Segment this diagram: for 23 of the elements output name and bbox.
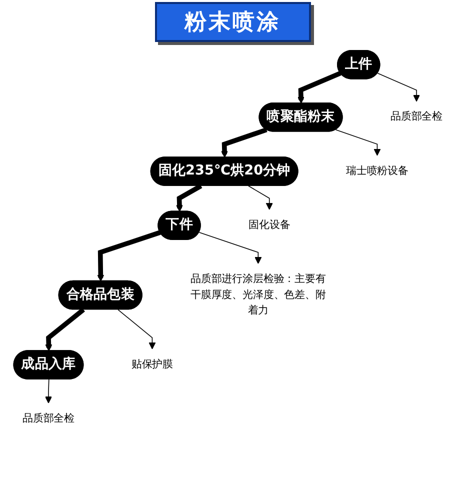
- arrow: [198, 232, 262, 264]
- process-step: 固化235℃烘20分钟: [150, 156, 298, 186]
- arrow: [335, 129, 381, 156]
- process-step: 成品入库: [13, 350, 84, 380]
- note-text: 瑞士喷粉设备: [346, 165, 408, 178]
- arrow: [44, 379, 52, 404]
- process-step: 下件: [158, 210, 201, 240]
- arrow: [45, 308, 85, 352]
- note-text: 固化设备: [248, 219, 290, 232]
- note-text: 贴保护膜: [131, 358, 174, 371]
- process-step: 上件: [337, 50, 380, 80]
- note-text: 品质部进行涂层检验：主要有干膜厚度、光泽度、色差、附着力: [190, 273, 326, 316]
- arrow: [97, 230, 161, 282]
- process-step: 喷聚酯粉末: [258, 102, 343, 132]
- arrow: [176, 184, 202, 212]
- arrow: [118, 309, 156, 350]
- arrow: [377, 72, 420, 102]
- arrow: [297, 71, 342, 104]
- note-text: 品质部全检: [390, 110, 443, 123]
- arrow: [248, 185, 273, 210]
- arrow: [221, 128, 268, 158]
- process-step: 合格品包装: [58, 280, 142, 310]
- note-text: 品质部全检: [22, 412, 75, 425]
